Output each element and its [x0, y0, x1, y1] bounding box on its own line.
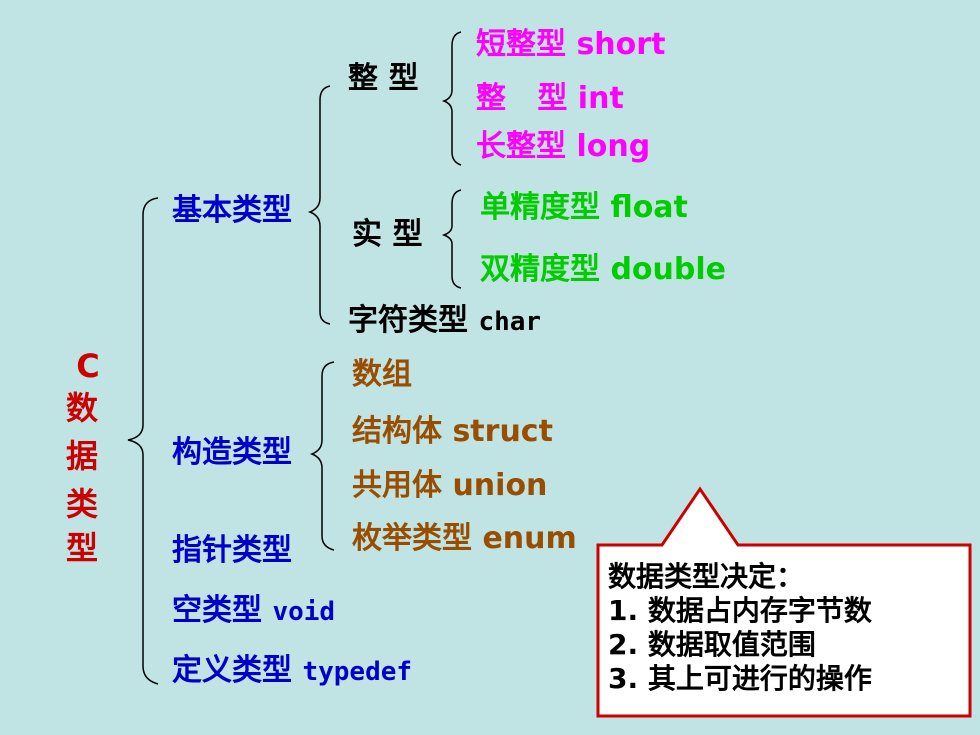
- int-type-kw: int: [577, 81, 624, 116]
- void-type-zh: 空类型: [172, 593, 262, 628]
- callout-item-3: 3. 其上可进行的操作: [608, 662, 872, 696]
- struct-type-kw: struct: [452, 414, 553, 449]
- short-type-kw: short: [576, 27, 666, 62]
- long-type-label: 长整型 long: [476, 132, 650, 162]
- void-type-kw: void: [272, 597, 336, 627]
- char-type-kw: char: [478, 307, 542, 337]
- typedef-type-zh: 定义类型: [172, 653, 292, 688]
- constructed-type-label: 构造类型: [172, 435, 292, 470]
- integer-type-label: 整 型: [348, 61, 419, 96]
- callout-item-2: 2. 数据取值范围: [608, 628, 816, 662]
- union-type-zh: 共用体: [352, 468, 442, 503]
- root-label-3: 类: [65, 485, 98, 523]
- typedef-type-kw: typedef: [302, 657, 413, 687]
- real-type-label: 实 型: [352, 217, 423, 252]
- constructed-brace: [309, 361, 335, 551]
- enum-type-zh: 枚举类型: [352, 521, 472, 556]
- callout-item-1: 1. 数据占内存字节数: [608, 594, 872, 628]
- root-label-4: 型: [65, 529, 98, 567]
- callout-title: 数据类型决定：: [608, 560, 805, 593]
- enum-type-label: 枚举类型 enum: [352, 524, 577, 554]
- root-label-c: C: [76, 347, 100, 385]
- int-type-label: 整 型 int: [476, 84, 624, 114]
- float-type-zh: 单精度型: [480, 190, 600, 225]
- root-label-2: 据: [65, 437, 98, 475]
- char-type-label: 字符类型 char: [348, 306, 541, 336]
- integer-brace: [441, 31, 462, 166]
- double-type-zh: 双精度型: [480, 252, 600, 287]
- basic-type-label: 基本类型: [172, 193, 292, 228]
- enum-type-kw: enum: [482, 521, 577, 556]
- union-type-label: 共用体 union: [352, 471, 547, 501]
- basic-brace: [307, 85, 331, 325]
- char-type-zh: 字符类型: [348, 303, 468, 338]
- short-type-zh: 短整型: [476, 27, 566, 62]
- struct-type-label: 结构体 struct: [352, 417, 553, 447]
- struct-type-zh: 结构体: [352, 414, 442, 449]
- array-type-label: 数组: [352, 357, 412, 392]
- double-type-kw: double: [610, 252, 726, 287]
- float-type-kw: float: [610, 190, 688, 225]
- union-type-kw: union: [452, 468, 548, 503]
- root-brace: [127, 197, 159, 685]
- long-type-zh: 长整型: [476, 129, 566, 164]
- short-type-label: 短整型 short: [476, 30, 665, 60]
- pointer-type-label: 指针类型: [172, 533, 292, 568]
- callout-text: 数据类型决定： 1. 数据占内存字节数 2. 数据取值范围 3. 其上可进行的操…: [608, 560, 872, 697]
- real-brace: [441, 189, 462, 289]
- typedef-type-label: 定义类型 typedef: [172, 656, 412, 686]
- root-label-1: 数: [65, 389, 98, 427]
- float-type-label: 单精度型 float: [480, 193, 688, 223]
- double-type-label: 双精度型 double: [480, 255, 726, 285]
- void-type-label: 空类型 void: [172, 596, 335, 626]
- int-type-zh: 整 型: [476, 81, 568, 116]
- long-type-kw: long: [576, 129, 651, 164]
